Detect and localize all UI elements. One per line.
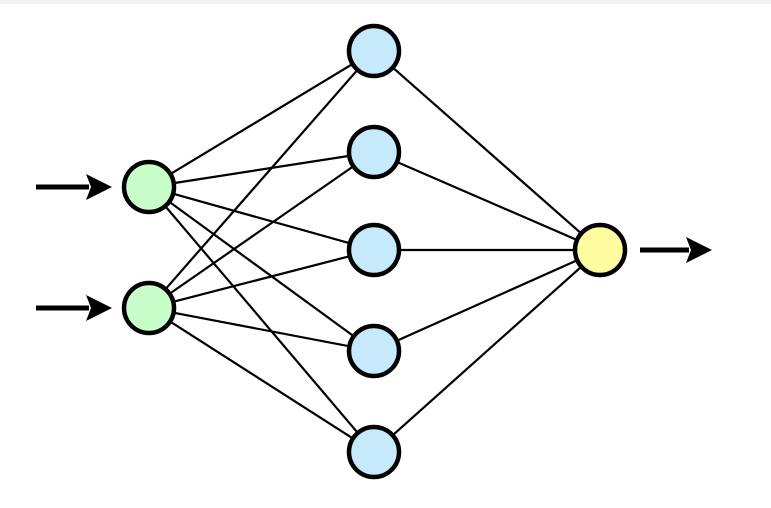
nodes-group	[121, 23, 628, 480]
edge-in-1-to-hid-1	[168, 62, 355, 176]
top-band-divider	[0, 0, 771, 4]
edge-in-2-to-hid-3	[170, 254, 353, 304]
node-hid-3[interactable]	[346, 222, 402, 278]
node-hid-5[interactable]	[346, 424, 402, 480]
edge-in-2-to-hid-2	[167, 164, 356, 296]
edge-in-2-to-hid-1	[163, 67, 360, 292]
node-hid-2[interactable]	[346, 124, 402, 180]
edge-in-1-to-hid-2	[171, 154, 352, 185]
edge-hid-5-to-out-1	[390, 264, 584, 438]
edge-hid-1-to-out-1	[390, 65, 584, 236]
node-hid-1[interactable]	[346, 23, 402, 79]
output-arrow-1-head	[686, 237, 712, 263]
edge-in-1-to-hid-3	[170, 192, 353, 245]
edge-in-1-to-hid-4	[166, 199, 357, 339]
node-out-1[interactable]	[572, 222, 628, 278]
node-in-2[interactable]	[121, 280, 177, 336]
input-arrow-2	[36, 295, 112, 321]
output-arrow-1	[640, 237, 712, 263]
io-arrows-group	[36, 174, 712, 321]
input-arrow-2-head	[86, 295, 112, 321]
input-arrow-1	[36, 174, 112, 200]
input-arrow-1-head	[86, 174, 112, 200]
edge-in-2-to-hid-4	[170, 311, 353, 348]
edge-hid-2-to-out-1	[394, 160, 580, 242]
edges-group	[163, 62, 584, 441]
edge-in-1-to-hid-5	[163, 203, 360, 436]
edge-hid-4-to-out-1	[394, 258, 580, 343]
edge-in-2-to-hid-5	[167, 319, 356, 441]
node-hid-4[interactable]	[346, 323, 402, 379]
node-in-1[interactable]	[121, 159, 177, 215]
